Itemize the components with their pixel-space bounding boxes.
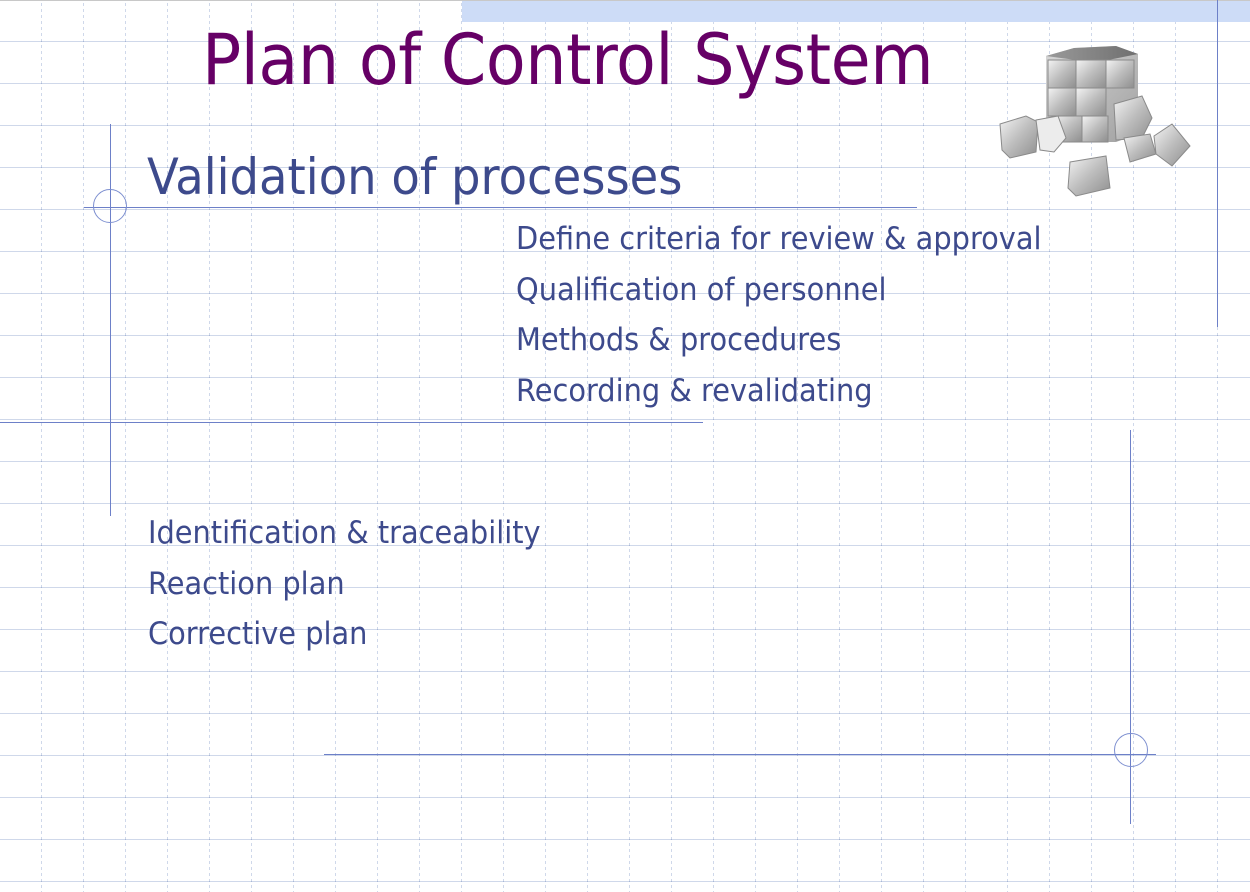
top-accent-band	[462, 1, 1250, 22]
decor-line-mid-horizontal	[0, 422, 703, 423]
decor-circle-top-left	[93, 189, 127, 223]
decor-line-subtitle-underline	[84, 207, 917, 208]
decor-line-right-vertical-top	[1217, 0, 1218, 327]
list-item: Corrective plan	[148, 616, 368, 652]
decor-line-right-vertical-bottom	[1130, 430, 1131, 824]
list-item: Methods & procedures	[516, 322, 842, 358]
decor-line-left-vertical	[110, 124, 111, 516]
slide-title: Plan of Control System	[202, 19, 934, 101]
cubes-icon	[996, 38, 1192, 198]
slide-subtitle: Validation of processes	[147, 148, 683, 206]
decor-circle-bottom-right	[1114, 733, 1148, 767]
validation-subitems-list: Define criteria for review & approval Qu…	[516, 214, 1081, 416]
list-item: Recording & revalidating	[516, 372, 873, 409]
list-item: Define criteria for review & approval	[516, 221, 1042, 257]
list-item: Reaction plan	[148, 565, 345, 602]
list-item: Qualification of personnel	[516, 271, 887, 308]
decor-line-bottom-horizontal	[324, 754, 1156, 755]
list-item: Identification & traceability	[148, 515, 541, 551]
top-border	[0, 0, 1250, 1]
control-items-list: Identification & traceability Reaction p…	[148, 508, 570, 660]
